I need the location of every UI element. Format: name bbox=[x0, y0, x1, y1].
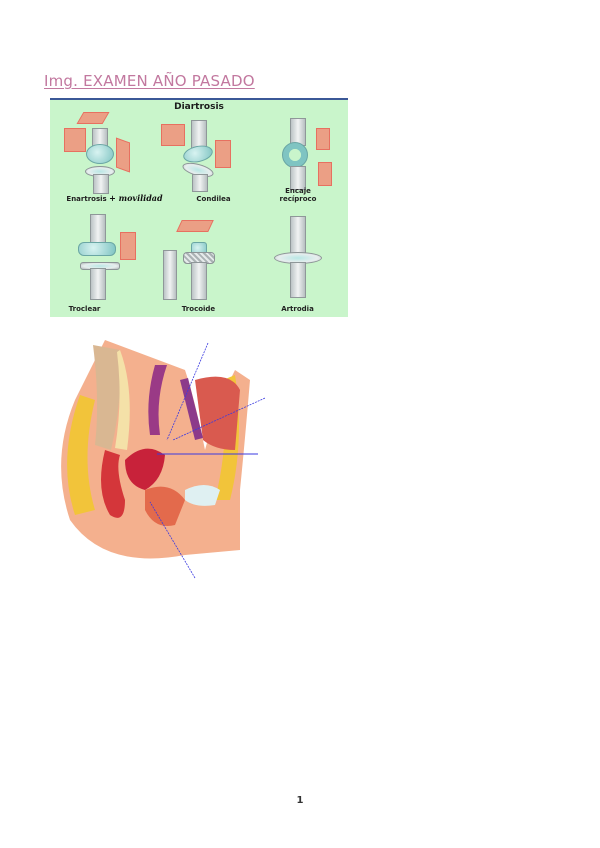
joint-trocoide: Trocoide bbox=[149, 210, 248, 315]
joint-condilea: Condilea bbox=[149, 100, 248, 205]
label-artrodia: Artrodia bbox=[281, 305, 314, 313]
page-number: 1 bbox=[296, 795, 304, 806]
label-enartrosis: Enartrosis bbox=[66, 195, 107, 203]
label-condilea: Condilea bbox=[196, 195, 231, 203]
joint-artrodia: Artrodia bbox=[248, 210, 347, 315]
page-heading: Img. EXAMEN AÑO PASADO bbox=[44, 72, 255, 90]
joint-encaje-reciproco: Encaje recíproco bbox=[248, 100, 347, 205]
pelvis-anatomy-figure bbox=[61, 340, 265, 579]
label-troclear: Troclear bbox=[68, 305, 101, 313]
diagram-title: Diartrosis bbox=[174, 102, 224, 112]
label-trocoide: Trocoide bbox=[181, 305, 216, 313]
handwritten-annotation: + movilidad bbox=[109, 193, 163, 203]
joint-enartrosis: Enartrosis + movilidad bbox=[50, 100, 163, 205]
diartrosis-diagram: Diartrosis Enartrosis + movilidad Condil… bbox=[50, 98, 348, 317]
label-encaje-reciproco: Encaje recíproco bbox=[279, 187, 317, 203]
joint-troclear: Troclear bbox=[50, 210, 149, 315]
